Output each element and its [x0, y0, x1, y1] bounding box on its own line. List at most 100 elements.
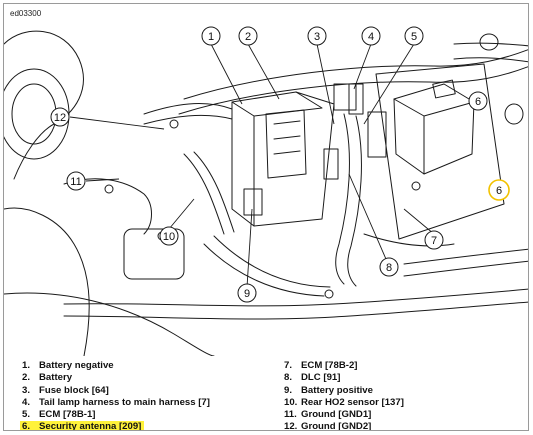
frame-left-outline: [4, 30, 84, 180]
frame-bolt: [324, 289, 334, 299]
cap-right: [504, 103, 524, 125]
ecm-box: [393, 83, 475, 175]
left-round-inner: [11, 83, 57, 145]
ground-bolt-12: [169, 119, 179, 129]
svg-text:6: 6: [475, 96, 481, 108]
callout-1: 1: [201, 26, 221, 46]
legend-text: Security antenna [209]: [39, 421, 142, 431]
callout-6-highlighted: 6: [488, 179, 510, 201]
legend-item-7: 7. ECM [78B-2]: [284, 360, 404, 372]
legend-item-9: 9. Battery positive: [284, 385, 404, 397]
callout-11: 11: [66, 171, 86, 191]
lower-frame-rail-2: [63, 301, 528, 320]
legend-item-8: 8. DLC [91]: [284, 372, 404, 384]
harness-main-2: [143, 114, 233, 125]
harness-down: [335, 113, 350, 285]
callout-9: 9: [237, 283, 257, 303]
seat-rail-2: [178, 66, 528, 115]
legend-num: 3.: [22, 384, 31, 396]
legend-num: 7.: [284, 360, 293, 371]
right-lower-rail-2: [403, 260, 528, 277]
legend-num: 2.: [22, 372, 31, 384]
upper-tube-2: [453, 57, 528, 63]
connector-ho2: [243, 188, 263, 216]
legend-num: 5.: [22, 409, 31, 421]
legend-text: Battery: [39, 372, 73, 384]
ecm-connector-2: [367, 111, 387, 158]
callout-3: 3: [307, 26, 327, 46]
rear-fender-line: [4, 292, 215, 356]
svg-text:11: 11: [70, 176, 81, 188]
legend-text: Ground [GND2]: [301, 421, 372, 431]
legend-text: ECM [78B-2]: [301, 360, 358, 371]
legend-text: Fuse block [64]: [39, 384, 109, 396]
legend-num: 6.: [22, 421, 31, 431]
legend-item-1: 1. Battery negative: [22, 360, 210, 372]
callout-6: 6: [468, 91, 488, 111]
legend-item-4: 4. Tail lamp harness to main harness [7]: [22, 397, 210, 409]
legend-text: DLC [91]: [301, 372, 341, 384]
legend-text: Ground [GND1]: [301, 409, 372, 421]
seat-rail: [183, 49, 528, 100]
harness-left-2: [193, 151, 235, 233]
legend-item-2: 2. Battery: [22, 372, 210, 384]
legend-item-3: 3. Fuse block [64]: [22, 385, 210, 397]
mount-plate: [375, 63, 505, 240]
lower-strut: [203, 243, 325, 297]
connector-7: [323, 148, 339, 180]
harness-down-2: [347, 115, 362, 287]
plate-bolt: [411, 181, 421, 191]
connector-dlc: [333, 83, 357, 111]
ecm-top: [393, 98, 475, 117]
svg-text:3: 3: [314, 31, 320, 43]
frame-left-lower: [4, 207, 90, 356]
callout-10: 10: [159, 226, 179, 246]
callout-5: 5: [404, 26, 424, 46]
legend-item-12: 12. Ground [GND2]: [284, 421, 404, 431]
motorcycle-wiring-drawing: 1 2 3 4 5 6 6: [4, 26, 528, 356]
callout-8: 8: [379, 257, 399, 277]
svg-text:12: 12: [54, 112, 66, 124]
svg-text:10: 10: [163, 231, 175, 243]
legend-text: Rear HO2 sensor [137]: [301, 396, 404, 408]
legend-item-6-highlighted: 6. Security antenna [209]: [20, 421, 145, 431]
callouts: 1 2 3 4 5 6 6: [50, 26, 510, 303]
callout-2: 2: [238, 26, 258, 46]
callout-7: 7: [424, 230, 444, 250]
legend-num: 10.: [284, 396, 298, 408]
svg-text:5: 5: [411, 31, 417, 43]
diagram-frame: 1 2 3 4 5 6 6: [3, 3, 529, 431]
legend-num: 1.: [22, 360, 31, 371]
legend-num: 11.: [284, 409, 297, 421]
legend-num: 9.: [284, 384, 293, 396]
figure-code: ed03300: [10, 9, 42, 18]
legend-left: 1. Battery negative 2. Battery 3. Fuse b…: [20, 360, 210, 431]
legend-num: 4.: [22, 396, 31, 408]
ecm-connector-1: [432, 79, 456, 99]
legend-num: 12.: [284, 421, 298, 431]
svg-text:6: 6: [496, 185, 502, 197]
svg-text:4: 4: [368, 31, 374, 43]
svg-text:7: 7: [431, 235, 437, 247]
legend-text: Tail lamp harness to main harness [7]: [39, 396, 210, 408]
shock-body: [63, 178, 152, 235]
legend-num: 8.: [284, 372, 293, 384]
callout-12: 12: [50, 107, 70, 127]
ground-bolt-11: [104, 184, 114, 194]
legend-item-10: 10. Rear HO2 sensor [137]: [284, 397, 404, 409]
lower-frame-rail: [63, 288, 528, 307]
rear-lower-box: [123, 228, 185, 280]
lower-strut-2: [213, 235, 331, 288]
leader-lines: [69, 43, 482, 288]
callout-4: 4: [361, 26, 381, 46]
harness-left: [183, 153, 225, 235]
svg-text:2: 2: [245, 31, 251, 43]
legend-item-5: 5. ECM [78B-1]: [22, 409, 210, 421]
cap-upper-right: [479, 33, 499, 51]
harness-right: [363, 233, 455, 247]
fuse-block: [265, 109, 307, 179]
legend-item-11: 11. Ground [GND1]: [284, 409, 404, 421]
legend-right: 7. ECM [78B-2] 8. DLC [91] 9. Battery po…: [284, 360, 404, 431]
svg-text:8: 8: [386, 262, 392, 274]
svg-text:9: 9: [244, 288, 250, 300]
